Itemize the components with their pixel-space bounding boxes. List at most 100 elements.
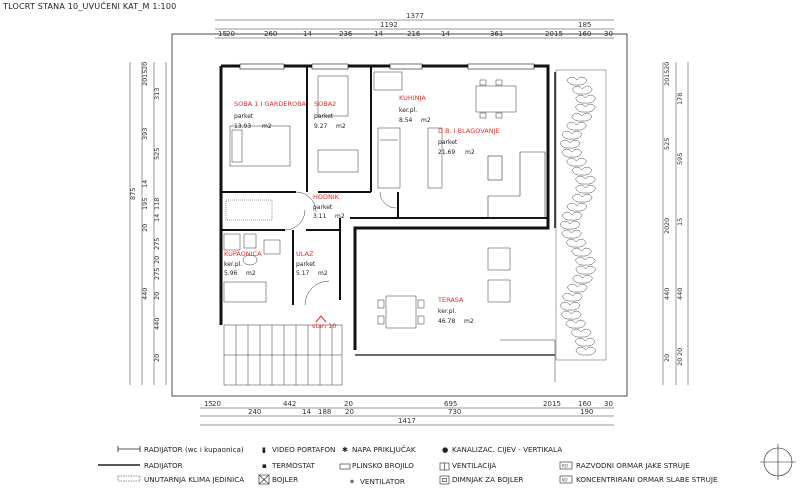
left-dimensions (129, 62, 167, 385)
room-area: 3.11 (313, 213, 327, 220)
room-soba2: SOBA2 parket 9.27 m2 (314, 100, 346, 130)
dim-top-segment: 15 (554, 30, 563, 38)
room-kupaonica: KUPAONICA ker.pl. 5.96 m2 (224, 250, 262, 277)
legend-label: BOJLER (272, 475, 298, 484)
legend-item: ▮ VIDEO PORTAFON (262, 445, 335, 454)
plant-shrub (571, 166, 593, 176)
dim-top-segment: 14 (374, 30, 383, 38)
dim-top-segment: 30 (604, 30, 613, 38)
plant-shrub (566, 202, 588, 212)
legend-item: DIMNJAK ZA BOJLER (439, 475, 523, 485)
right-dimensions (662, 62, 689, 385)
legend-label: RAZVODNI ORMAR JAKE STRUJE (576, 461, 690, 470)
dim-bottom-segment: 190 (580, 408, 593, 416)
room-dnevni-boravak: D.B. I BLAGOVANJE parket 21.69 m2 (438, 127, 500, 156)
terrace-furniture (377, 247, 556, 382)
dim-bottom-segment: 14 (302, 408, 311, 416)
dim-top-inner: 1192 (380, 21, 398, 29)
dim-right-col1: 20 (663, 354, 671, 362)
dim-left-inner: 20 (153, 256, 161, 264)
dim-right-col1: 20 (663, 78, 671, 86)
entrance-arrow-icon (315, 315, 327, 323)
room-area: 21.69 (438, 149, 455, 156)
dim-right-col1: 15 (663, 70, 671, 78)
drawing-title: TLOCRT STANA 10_UVUČENI KAT_M 1:100 (3, 2, 177, 11)
north-arrow-icon (760, 444, 796, 480)
room-area: 46.78 (438, 318, 455, 325)
legend-item: UNUTARNJA KLIMA JEDINICA (117, 475, 244, 484)
site-boundary (171, 33, 628, 397)
dim-left-outer: 440 (141, 288, 149, 300)
plant-shrub (562, 292, 583, 302)
dim-left-small: 20 (141, 78, 149, 86)
room-terasa: TERASA ker.pl. 46.78 m2 (437, 296, 474, 325)
legend-label: PLINSKO BROJILO (352, 461, 414, 470)
legend-item: KO KONCENTRIRANI ORMAR SLABE STRUJE (559, 475, 718, 484)
legend-label: KONCENTRIRANI ORMAR SLABE STRUJE (576, 475, 718, 484)
room-unit: m2 (262, 123, 272, 130)
dim-top-segment: 14 (441, 30, 450, 38)
room-name: KUPAONICA (224, 250, 262, 258)
gas-meter-icon (339, 463, 351, 470)
room-area: 13.93 (234, 123, 251, 130)
room-area: 5.96 (224, 270, 238, 277)
sewer-vertical-icon: ● (442, 445, 448, 454)
dim-top-segment: 160 (578, 30, 591, 38)
room-name: ULAZ (296, 250, 314, 258)
room-name: KUHINJA (399, 94, 426, 102)
fan-icon: ✶ (349, 477, 355, 486)
dim-top-segment: 260 (264, 30, 277, 38)
plant-shrub (574, 337, 596, 347)
dim-left-outer: 20 (141, 224, 149, 232)
plant-shrub (559, 220, 581, 230)
dim-bottom-segment: 240 (248, 408, 261, 416)
radiator-wc-icon (117, 446, 141, 452)
room-unit: m2 (336, 123, 346, 130)
plant-shrub (567, 283, 588, 293)
bottom-dimensions (200, 407, 614, 426)
room-name: TERASA (437, 296, 464, 304)
dim-right-col2: 15 (676, 218, 684, 226)
legend-label: VIDEO PORTAFON (272, 445, 335, 454)
top-dimensions (215, 19, 614, 39)
plant-shrub (575, 256, 596, 266)
room-area: 5.17 (296, 270, 310, 277)
hood-connection-icon: ✱ (342, 445, 348, 454)
dim-top-segment: 236 (339, 30, 353, 38)
dim-left-inner: 525 (153, 148, 161, 160)
dim-right-col2: 20 (676, 358, 684, 366)
boiler-icon (258, 474, 270, 485)
room-unit: m2 (464, 318, 474, 325)
dim-left-inner: 275 (153, 268, 161, 280)
plant-shrub (571, 247, 592, 257)
plant-shrub (561, 310, 582, 320)
dim-bottom-segment: 188 (318, 408, 331, 416)
dim-top-right: 185 (578, 21, 591, 29)
legend-item: RADIJATOR (98, 461, 183, 470)
dim-left-inner: 20 (153, 292, 161, 300)
room-floor: parket (314, 113, 334, 120)
plant-shrub (561, 130, 583, 140)
room-name: SOBA2 (314, 100, 336, 108)
dim-bottom-segment: 730 (448, 408, 461, 416)
legend-item: ▪ TERMOSTAT (262, 461, 316, 470)
dim-bottom-segment: 160 (578, 400, 591, 408)
room-unit: m2 (246, 270, 256, 277)
dim-bottom-segment: 20 (344, 400, 353, 408)
plant-shrub (571, 193, 593, 203)
dim-right-col2: 20 (676, 348, 684, 356)
plant-shrub (575, 175, 596, 185)
kitchen-counter (373, 71, 443, 189)
room-unit: m2 (335, 213, 345, 220)
staircase (223, 324, 343, 386)
legend-item: ● KANALIZAC. CIJEV - VERTIKALA (442, 445, 562, 454)
plant-shrub (572, 274, 593, 284)
dim-bottom-segment: 30 (604, 400, 613, 408)
plant-shrub (561, 229, 582, 239)
ventilation-icon (439, 462, 450, 471)
dim-right-col1: 525 (663, 138, 671, 150)
furniture-dining-table (475, 79, 517, 119)
room-floor: ker.pl. (438, 308, 456, 315)
